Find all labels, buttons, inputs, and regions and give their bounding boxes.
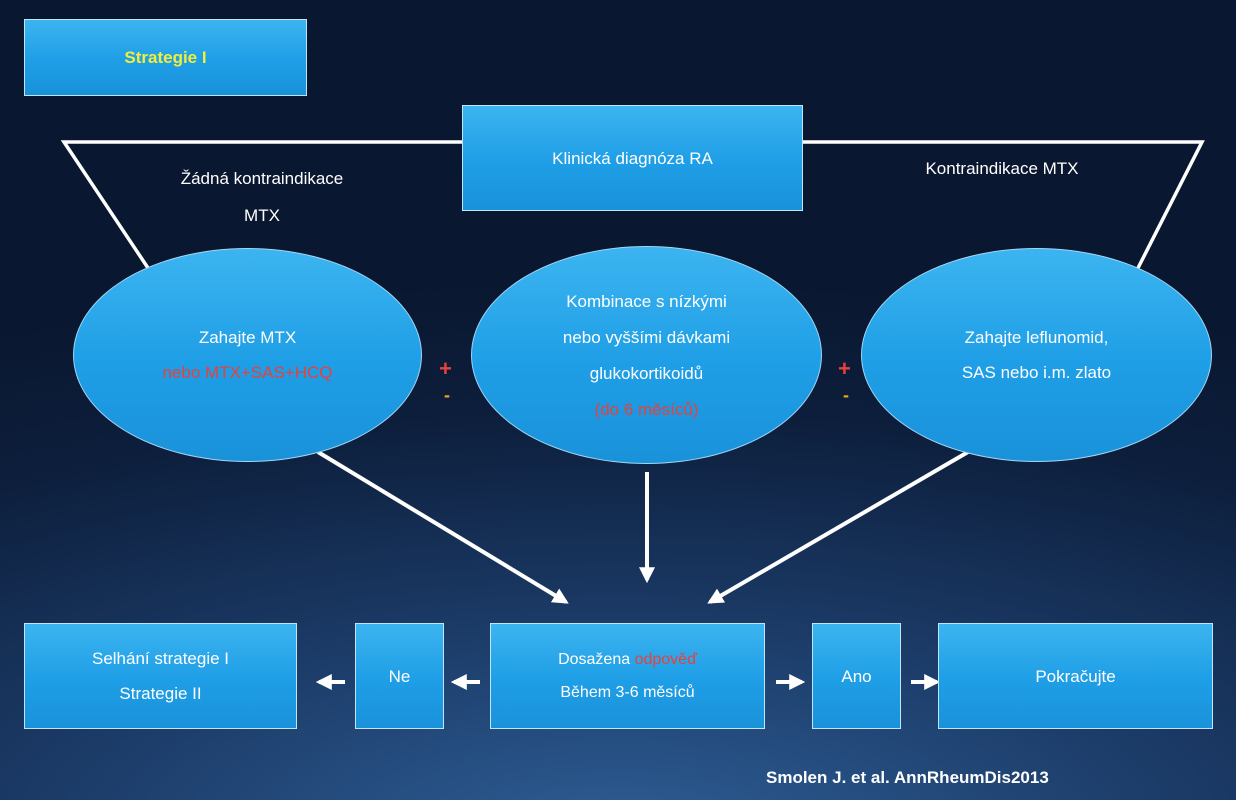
- failure-line2: Strategie II: [119, 684, 202, 703]
- left-minus-sign: -: [444, 385, 450, 405]
- response-line2: Během 3-6 měsíců: [560, 683, 695, 701]
- center-ellipse-line1: Kombinace s nízkými: [566, 291, 727, 311]
- left-to-response-arrow: [316, 450, 569, 604]
- left-branch-label-line2: MTX: [244, 206, 280, 225]
- left-plus-sign: +: [439, 356, 452, 381]
- right-ellipse-line1: Zahajte leflunomid,: [964, 328, 1109, 347]
- center-ellipse: Kombinace s nízkými nebo vyššími dávkami…: [471, 246, 822, 464]
- center-ellipse-line3: glukokortikoidů: [589, 363, 704, 383]
- left-branch-label: Žádná kontraindikace MTX: [150, 160, 374, 234]
- no-box: Ne: [355, 623, 444, 729]
- diagnosis-label: Klinická diagnóza RA: [552, 148, 713, 168]
- yes-label: Ano: [841, 666, 872, 686]
- response-line1-achieved: Dosažena: [558, 650, 635, 668]
- continue-box: Pokračujte: [938, 623, 1213, 729]
- response-line1: Dosažena odpověď: [558, 650, 697, 668]
- right-to-response-arrow: [707, 450, 970, 604]
- response-line1-response: odpověď: [634, 650, 697, 668]
- right-ellipse: Zahajte leflunomid, SAS nebo i.m. zlato: [861, 248, 1212, 462]
- left-branch-line: [60, 140, 462, 269]
- right-branch-label-text: Kontraindikace MTX: [925, 159, 1079, 178]
- right-branch-line: [803, 140, 1205, 269]
- center-ellipse-line2: nebo vyššími dávkami: [562, 327, 731, 347]
- right-branch-label: Kontraindikace MTX: [892, 160, 1112, 178]
- left-branch-label-line1: Žádná kontraindikace: [180, 169, 344, 188]
- center-ellipse-line4: (do 6 měsíců): [594, 399, 699, 419]
- failure-box: Selhání strategie I Strategie II: [24, 623, 297, 729]
- yes-box: Ano: [812, 623, 901, 729]
- right-minus-sign: -: [843, 385, 849, 405]
- response-box: Dosažena odpověď Během 3-6 měsíců: [490, 623, 765, 729]
- right-ellipse-line2: SAS nebo i.m. zlato: [961, 363, 1112, 382]
- failure-line1: Selhání strategie I: [91, 649, 230, 668]
- continue-label: Pokračujte: [1035, 666, 1116, 686]
- strategy-box: Strategie I: [24, 19, 307, 96]
- no-label: Ne: [388, 666, 411, 686]
- left-ellipse: Zahajte MTX nebo MTX+SAS+HCQ: [73, 248, 422, 462]
- citation-credit: Smolen J. et al. AnnRheumDis2013: [766, 768, 1049, 787]
- diagnosis-box: Klinická diagnóza RA: [462, 105, 803, 211]
- right-plus-sign: +: [838, 356, 851, 381]
- left-ellipse-line1: Zahajte MTX: [198, 328, 297, 347]
- strategy-label: Strategie I: [124, 48, 207, 67]
- left-ellipse-line2: nebo MTX+SAS+HCQ: [162, 363, 333, 382]
